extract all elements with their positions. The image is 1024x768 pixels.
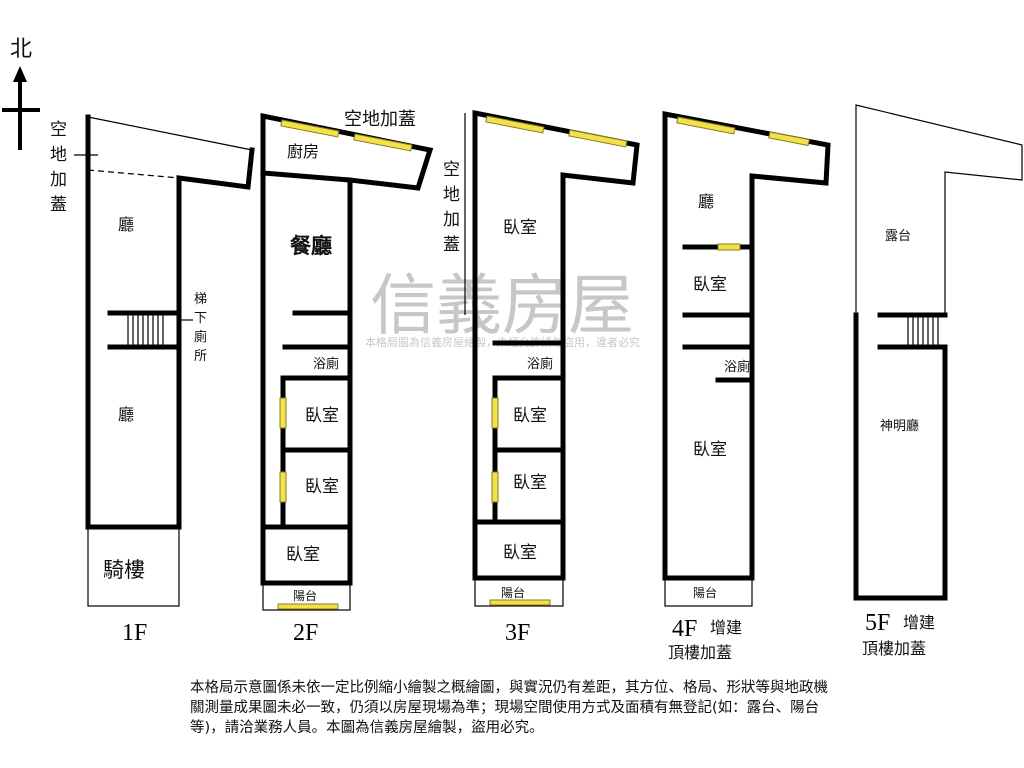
room-label: 臥室 [503,543,537,563]
floor-3f: 空 地 加 蓋 臥室 浴廁 臥室 臥室 臥室 陽台 3F [443,109,640,646]
room-label: 下 [194,311,207,326]
room-label: 浴廁 [527,356,553,372]
room-label: 臥室 [305,406,339,426]
room-label: 加 [443,210,460,230]
watermark-brand: 信義房屋 [370,267,634,344]
floor-label: 4F [672,616,697,642]
floor-note: 增建 [903,613,935,632]
disclaimer-text: 本格局示意圖係未依一定比例縮小繪製之概繪圖，與實況仍有差距，其方位、格局、形狀等… [190,680,828,736]
floor-note: 增建 [710,618,742,637]
room-label: 陽台 [293,588,317,603]
floor-label: 5F [865,610,890,636]
room-label: 加 [50,170,67,190]
room-label: 地 [443,185,460,205]
floor-note: 頂樓加蓋 [668,643,732,662]
room-label: 所 [194,349,207,364]
room-label: 廳 [118,405,134,424]
floor-1f: 空 地 加 蓋 廳 梯 下 廁 所 廳 騎樓 1F [50,114,255,646]
room-label: 臥室 [503,218,537,238]
room-label: 蓋 [443,235,460,255]
room-label: 臥室 [305,477,339,497]
watermark: 信義房屋 本格局圖為信義房屋繪製，未經允許請勿盜用，違者必究 [365,267,640,349]
room-label: 廳 [118,215,134,234]
floor-label: 3F [505,620,530,646]
room-label: 臥室 [513,406,547,426]
floor-note: 頂樓加蓋 [862,639,926,658]
north-compass: 北 [2,37,40,150]
room-label: 臥室 [693,440,727,460]
north-arrow-icon [13,66,27,82]
room-label: 蓋 [50,195,67,215]
floor-label: 1F [122,620,147,646]
room-label: 餐廳 [290,234,332,258]
room-label: 地 [50,145,67,165]
room-label: 空 [443,160,460,180]
room-label: 空 [50,120,67,140]
floor-4f: 廳 臥室 浴廁 臥室 陽台 4F 增建 頂樓加蓋 [662,110,831,662]
room-label: 陽台 [693,585,717,600]
room-label: 廳 [698,192,714,211]
room-label: 廚房 [287,142,319,161]
north-label: 北 [10,37,32,62]
room-label: 浴廁 [313,356,339,372]
room-label: 臥室 [513,473,547,493]
room-label: 空地加蓋 [344,109,416,130]
room-label: 陽台 [501,585,525,600]
room-label: 梯 [194,292,207,307]
room-label: 臥室 [693,275,727,295]
floor-5f: 露台 神明廳 5F 增建 頂樓加蓋 [853,104,1023,658]
room-label: 浴廁 [724,359,750,375]
room-label: 騎樓 [103,558,145,582]
room-label: 臥室 [286,545,320,565]
room-label: 神明廳 [880,418,919,434]
room-label: 廁 [194,329,207,345]
floor-2f: 空地加蓋 廚房 餐廳 浴廁 臥室 臥室 臥室 陽台 2F [260,109,434,646]
room-label: 露台 [885,229,911,244]
floor-label: 2F [293,620,318,646]
